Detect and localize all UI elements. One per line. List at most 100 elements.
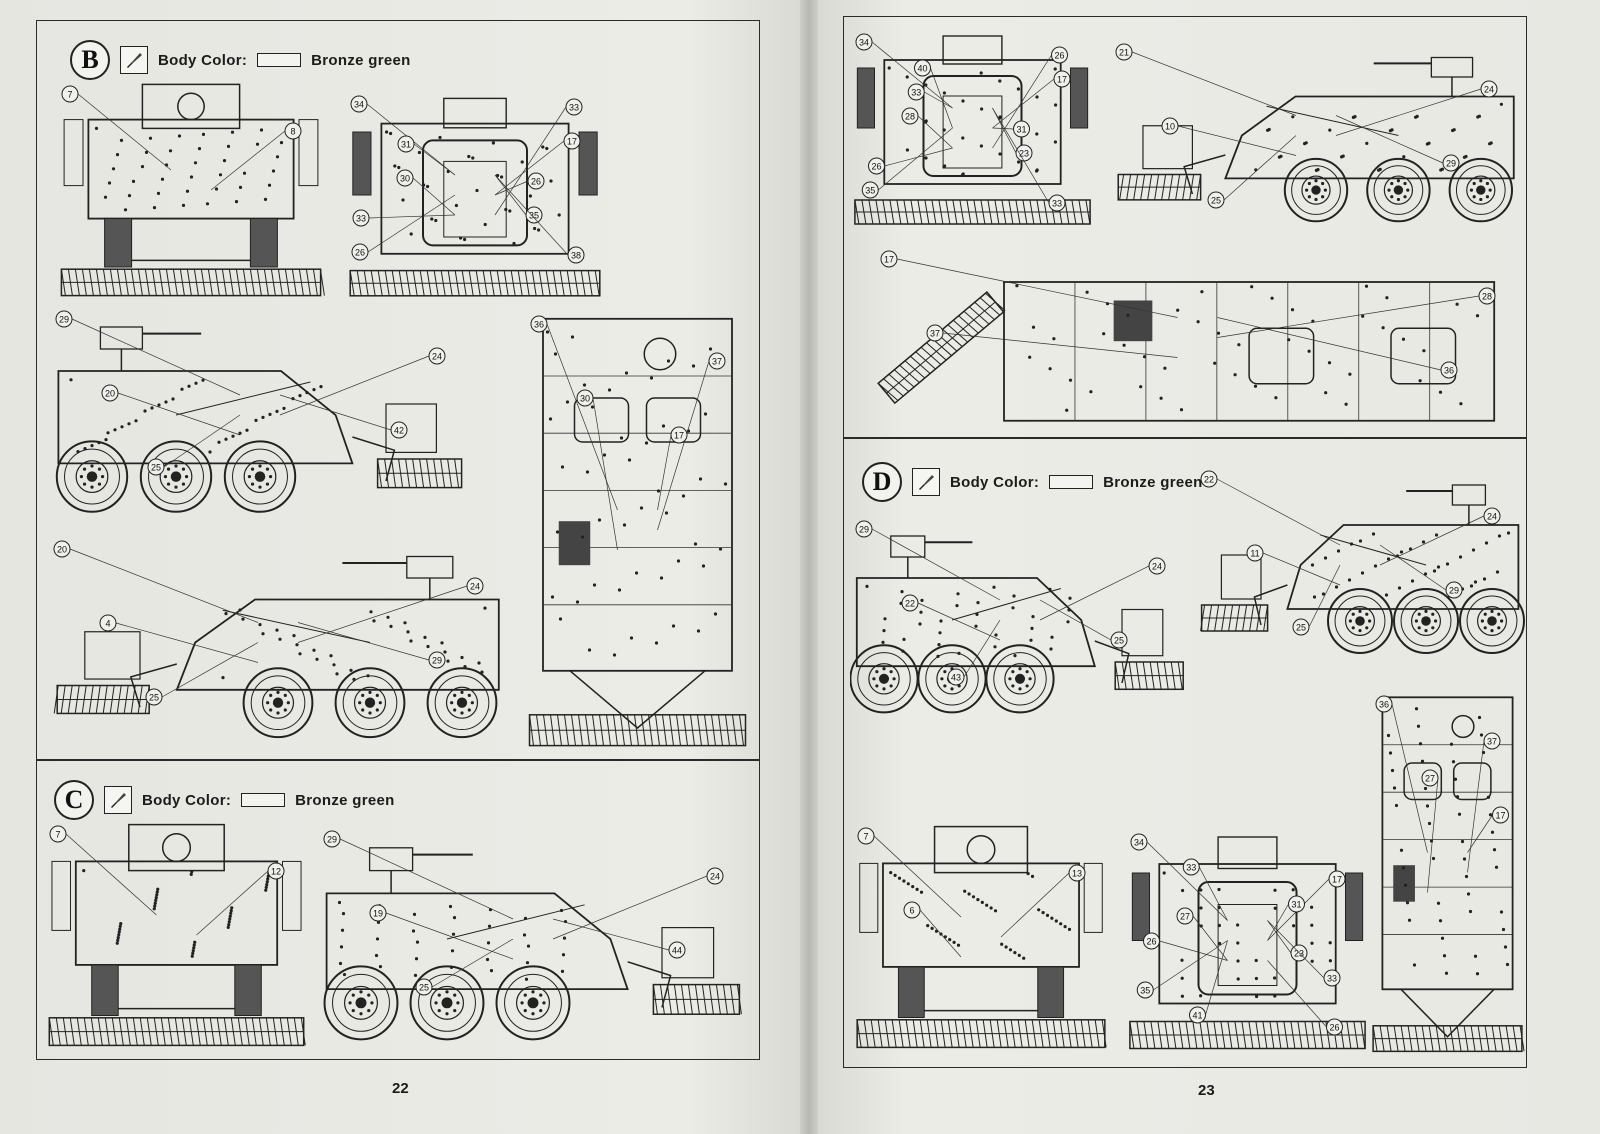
callout-number: 26	[1143, 932, 1160, 950]
svg-text:27: 27	[1425, 774, 1435, 784]
body-color-label: Body Color:	[158, 51, 248, 69]
book-gutter	[800, 0, 818, 1134]
svg-text:44: 44	[672, 946, 682, 956]
callout-number: 34	[1130, 833, 1148, 851]
svg-text:29: 29	[859, 525, 869, 535]
callout-number: 17	[1053, 70, 1071, 88]
callout-number: 33	[1323, 969, 1341, 987]
svg-text:42: 42	[394, 426, 404, 436]
svg-text:25: 25	[1114, 636, 1124, 646]
color-swatch	[1049, 475, 1094, 489]
r-top-view-drawing: 17 28 37 36	[875, 245, 1520, 430]
svg-text:33: 33	[569, 103, 579, 113]
page-number-left: 22	[392, 1080, 409, 1097]
svg-text:7: 7	[67, 90, 72, 100]
svg-text:26: 26	[871, 162, 881, 172]
svg-text:36: 36	[1444, 366, 1454, 376]
svg-text:31: 31	[1016, 125, 1026, 135]
callout-number: 17	[880, 250, 898, 268]
svg-text:29: 29	[59, 315, 69, 325]
callout-number: 11	[1246, 544, 1264, 562]
callout-number: 6	[903, 901, 921, 919]
svg-text:30: 30	[400, 174, 410, 184]
section-letter-c: C	[54, 780, 94, 820]
callout-number: 24	[1148, 557, 1166, 575]
svg-text:35: 35	[865, 186, 875, 196]
svg-text:27: 27	[1180, 912, 1190, 922]
svg-text:8: 8	[290, 127, 295, 137]
callout-number: 26	[1326, 1018, 1343, 1036]
svg-text:24: 24	[1487, 512, 1497, 522]
callout-number: 20	[101, 384, 119, 402]
callout-number: 10	[1161, 117, 1179, 135]
svg-text:37: 37	[712, 357, 722, 367]
callout-number: 41	[1189, 1006, 1206, 1024]
callout-number: 35	[525, 206, 543, 224]
callout-number: 25	[1207, 191, 1225, 209]
callout-number: 37	[708, 352, 726, 370]
svg-text:24: 24	[1484, 85, 1494, 95]
body-color-label: Body Color:	[142, 791, 232, 809]
callout-number: 7	[857, 827, 875, 845]
svg-text:26: 26	[1146, 937, 1156, 947]
svg-text:7: 7	[55, 830, 60, 840]
callout-number: 30	[396, 169, 414, 187]
body-color-label: Body Color:	[950, 473, 1040, 491]
callout-number: 31	[397, 135, 415, 153]
svg-text:24: 24	[1152, 562, 1162, 572]
callout-number: 36	[530, 315, 548, 333]
callout-number: 29	[323, 830, 341, 848]
callout-number: 7	[61, 85, 79, 103]
callout-number: 17	[670, 426, 688, 444]
svg-text:40: 40	[917, 64, 927, 74]
svg-text:7: 7	[863, 832, 868, 842]
svg-text:20: 20	[57, 545, 67, 555]
svg-text:25: 25	[419, 983, 429, 993]
callout-number: 17	[1328, 870, 1346, 888]
svg-text:36: 36	[534, 320, 544, 330]
callout-number: 24	[466, 577, 484, 595]
callout-number: 17	[1492, 806, 1509, 824]
svg-text:33: 33	[1327, 974, 1337, 984]
svg-text:10: 10	[1165, 122, 1175, 132]
svg-text:17: 17	[1332, 875, 1342, 885]
callout-number: 20	[53, 540, 71, 558]
svg-text:13: 13	[1072, 869, 1082, 879]
svg-text:12: 12	[271, 867, 281, 877]
svg-text:20: 20	[105, 389, 115, 399]
svg-text:29: 29	[327, 835, 337, 845]
section-c-header: C Body Color: Bronze green	[54, 780, 395, 820]
section-d-frame	[843, 438, 1527, 1068]
svg-text:6: 6	[909, 906, 914, 916]
callout-number: 36	[1375, 695, 1393, 713]
callout-number: 31	[1288, 895, 1305, 913]
section-letter-b: B	[70, 40, 110, 80]
svg-text:33: 33	[1052, 199, 1062, 209]
body-color-name: Bronze green	[1103, 473, 1203, 491]
svg-text:24: 24	[432, 352, 442, 362]
callout-number: 37	[926, 324, 944, 342]
svg-text:26: 26	[1054, 51, 1064, 61]
c-front-view-drawing: 7 12	[44, 820, 309, 1050]
callout-number: 37	[1483, 732, 1501, 750]
callout-number: 40	[914, 59, 931, 77]
svg-text:34: 34	[859, 38, 869, 48]
callout-number: 26	[527, 172, 545, 190]
callout-number: 24	[1480, 80, 1498, 98]
svg-text:17: 17	[1057, 75, 1067, 85]
svg-text:4: 4	[105, 619, 110, 629]
callout-number: 43	[947, 668, 965, 686]
callout-number: 23	[1015, 144, 1033, 162]
callout-number: 30	[576, 389, 594, 407]
callout-number: 7	[49, 825, 67, 843]
svg-text:28: 28	[1482, 292, 1492, 302]
callout-number: 29	[1445, 581, 1463, 599]
svg-text:31: 31	[401, 140, 411, 150]
paintbrush-icon	[912, 468, 940, 496]
